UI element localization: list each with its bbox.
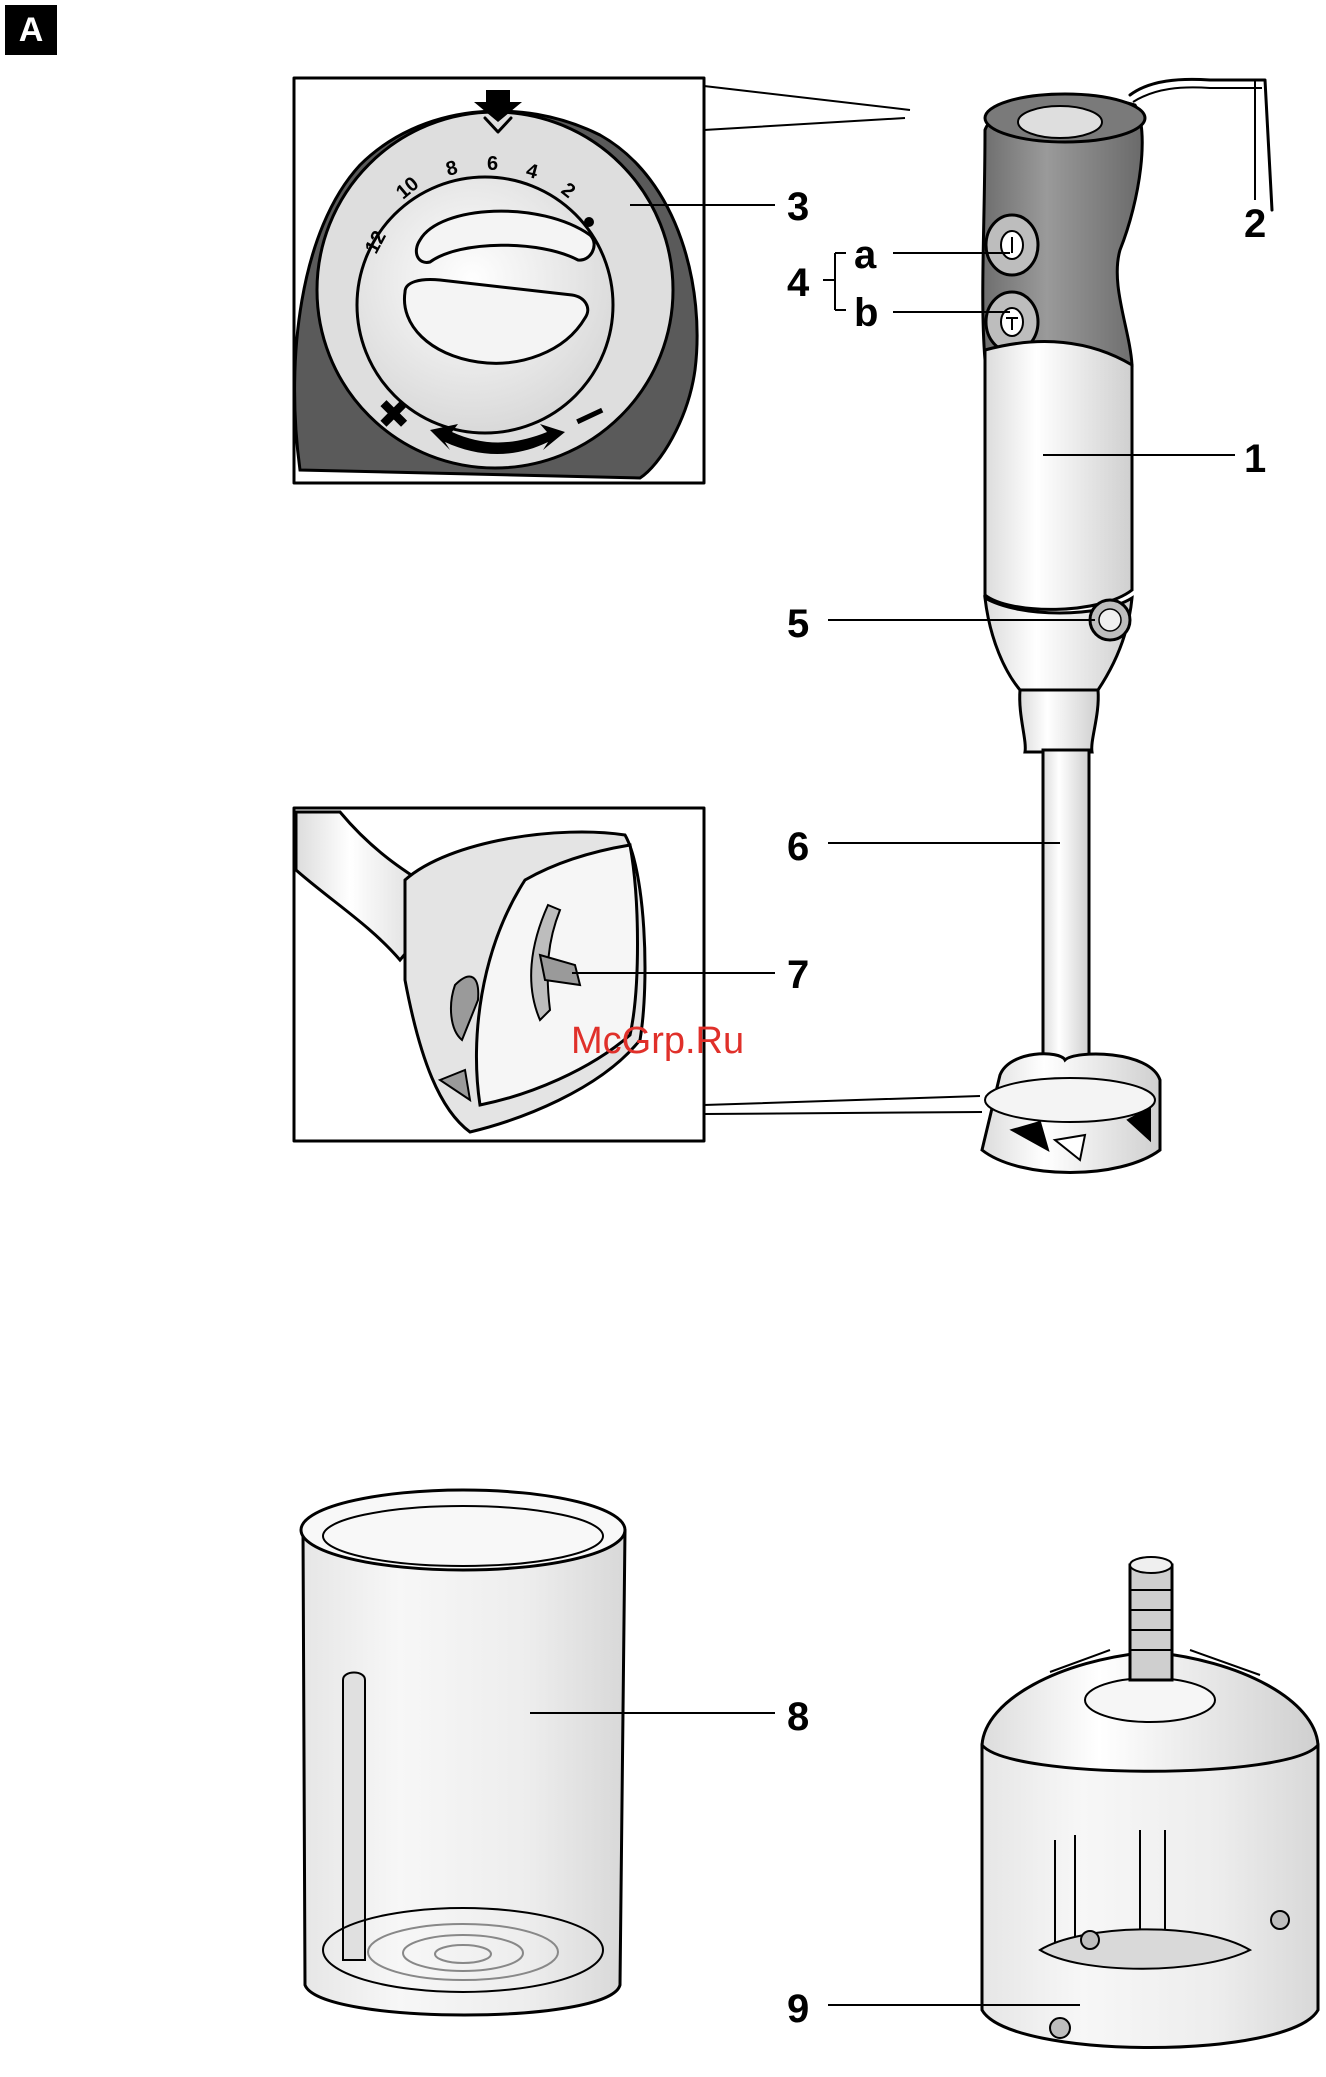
dial-zoom-lines [704,86,910,130]
callout-7: 7 [787,953,809,997]
blade-inset [294,808,982,1141]
chopper-bowl [982,1745,1318,2048]
handle-dial[interactable] [1018,106,1102,138]
dial-inset: 12 10 8 6 4 2 ✖ − [294,78,910,483]
callout-5: 5 [787,602,809,646]
dial-off-dot [584,217,594,227]
callout-4b: b [854,291,878,335]
measuring-beaker [301,1490,625,2015]
callout-3: 3 [787,185,809,229]
callout-1: 1 [1244,437,1266,481]
beaker-grip-slot [343,1673,365,1961]
chopper-coupling [1130,1565,1172,1680]
shaft-collar [1020,690,1099,752]
chopper-attachment [982,1557,1318,2048]
callout-9: 9 [787,1987,809,2031]
motor-body [985,342,1132,610]
blade-zoom-lines [704,1096,982,1114]
blender-shaft [1043,750,1089,1080]
power-cord [1130,79,1272,210]
leader-4-bracket [823,253,846,310]
callout-4: 4 [787,261,810,305]
dial-number-6: 6 [487,153,498,175]
watermark: McGrp.Ru [571,1020,744,1062]
plus-icon: ✖ [377,392,411,438]
callout-4a: a [854,233,877,277]
callout-2: 2 [1244,202,1266,246]
callout-8: 8 [787,1695,809,1739]
callout-6: 6 [787,825,809,869]
hand-blender [982,79,1272,1172]
